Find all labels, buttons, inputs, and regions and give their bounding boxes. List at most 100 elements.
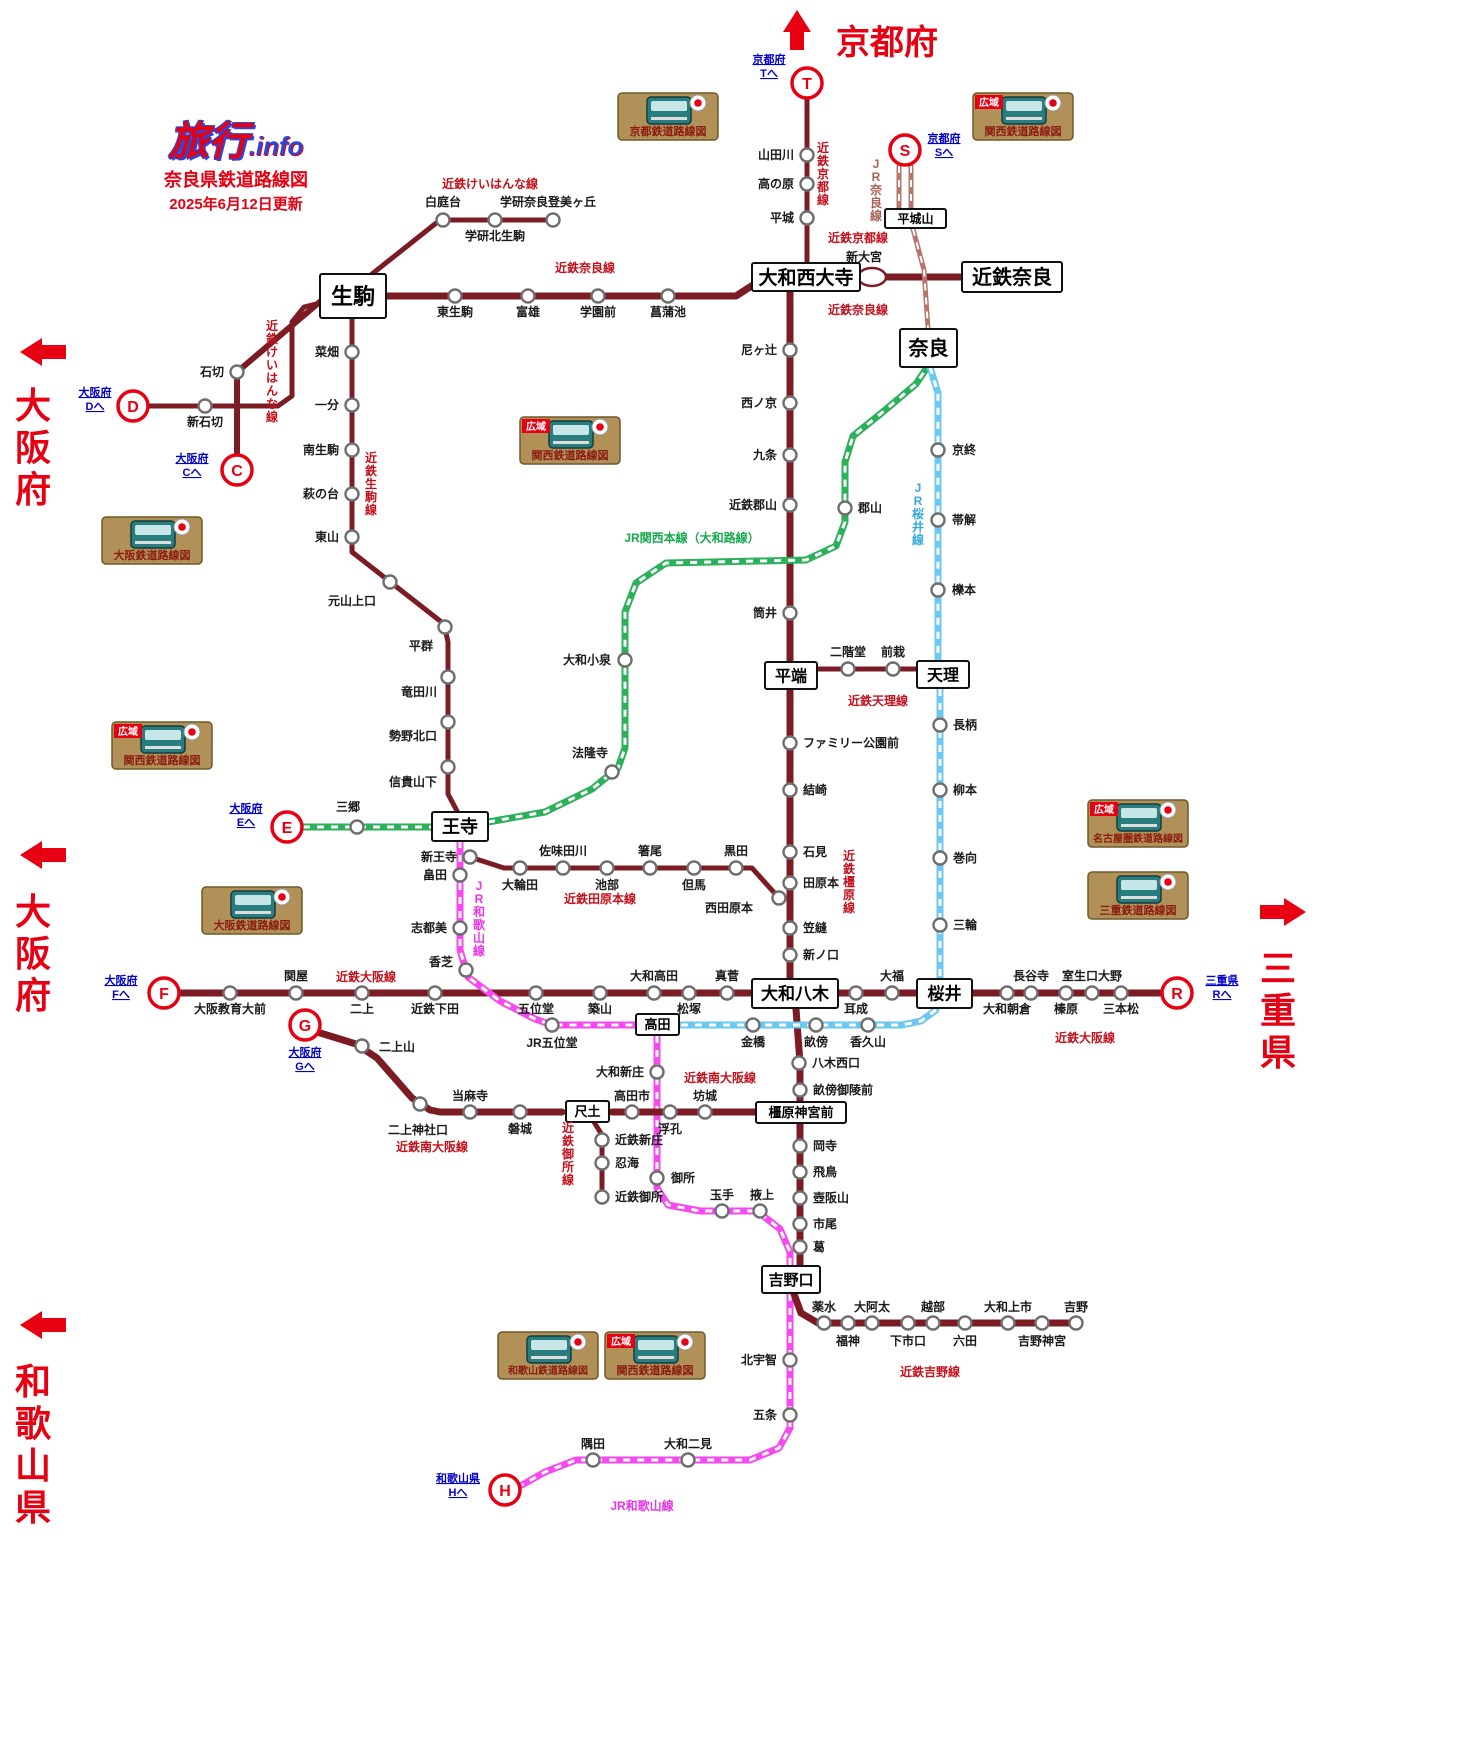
station-label-郡山: 郡山 bbox=[857, 500, 882, 515]
wide-area-badge-label: 広域 bbox=[118, 725, 138, 738]
station-二上 bbox=[354, 985, 370, 1001]
line-name-label: 近鉄田原本線 bbox=[564, 891, 636, 906]
connector-E[interactable] bbox=[270, 810, 304, 844]
station-label-近鉄御所: 近鉄御所 bbox=[615, 1189, 663, 1204]
station-志都美 bbox=[452, 920, 468, 936]
line-name-label: 近鉄奈良線 bbox=[555, 260, 615, 275]
station-label-富雄: 富雄 bbox=[516, 304, 540, 319]
major-station-label-天理: 天理 bbox=[927, 666, 959, 684]
station-label-結崎: 結崎 bbox=[803, 782, 827, 797]
major-station-label-大和西大寺: 大和西大寺 bbox=[758, 266, 853, 289]
station-池部 bbox=[599, 860, 615, 876]
line-name-label: 近鉄けいはんな線 bbox=[442, 176, 538, 191]
connector-C[interactable] bbox=[220, 453, 254, 487]
station-label-香芝: 香芝 bbox=[428, 954, 453, 969]
station-信貴山下 bbox=[440, 759, 456, 775]
station-JR五位堂 bbox=[544, 1017, 560, 1033]
connector-G[interactable] bbox=[288, 1008, 322, 1042]
station-label-大和二見: 大和二見 bbox=[664, 1436, 712, 1451]
prefecture-label: 大 bbox=[15, 891, 51, 932]
logo-travel-text: 旅行 bbox=[168, 120, 249, 164]
japan-flag-sun bbox=[1164, 878, 1172, 886]
connector-D[interactable] bbox=[116, 389, 150, 423]
station-浮孔 bbox=[662, 1104, 678, 1120]
line-name-label-vertical: 近鉄京都線 bbox=[816, 140, 829, 207]
connector-H[interactable] bbox=[488, 1473, 522, 1507]
station-label-長谷寺: 長谷寺 bbox=[1013, 968, 1049, 983]
station-label-菜畑: 菜畑 bbox=[314, 344, 339, 359]
station-label-前栽: 前栽 bbox=[881, 644, 905, 659]
station-label-三本松: 三本松 bbox=[1103, 1001, 1139, 1016]
prefecture-label: 県 bbox=[15, 1487, 51, 1528]
map-link-大阪鉄道路線図[interactable]: 大阪鉄道路線図 bbox=[101, 516, 203, 565]
map-link-label: 大阪鉄道路線図 bbox=[114, 548, 191, 562]
station-箸尾 bbox=[642, 860, 658, 876]
station-label-大福: 大福 bbox=[880, 968, 904, 983]
train-stripe bbox=[553, 441, 589, 444]
station-薬水 bbox=[816, 1315, 832, 1331]
major-station-王寺 bbox=[431, 811, 489, 842]
connector-T[interactable] bbox=[790, 66, 824, 100]
site-logo[interactable]: 旅行.info bbox=[125, 122, 347, 162]
major-station-label-平端: 平端 bbox=[775, 666, 807, 685]
station-菜畑 bbox=[344, 344, 360, 360]
connector-S[interactable] bbox=[888, 133, 922, 167]
prefecture-label: 府 bbox=[15, 975, 51, 1016]
line-name-label: 近鉄天理線 bbox=[848, 693, 908, 708]
station-label-西ノ京: 西ノ京 bbox=[741, 395, 777, 410]
station-山田川 bbox=[799, 147, 815, 163]
map-title: 奈良県鉄道路線図 bbox=[164, 170, 308, 190]
station-label-高田市: 高田市 bbox=[614, 1088, 650, 1103]
station-label-平城: 平城 bbox=[770, 210, 794, 225]
station-元山上口 bbox=[382, 574, 398, 590]
train-windshield bbox=[651, 101, 687, 111]
japan-flag-sun bbox=[574, 1338, 582, 1346]
station-大和朝倉 bbox=[999, 985, 1015, 1001]
map-link-和歌山鉄道路線図[interactable]: 和歌山鉄道路線図 bbox=[497, 1331, 599, 1380]
station-磐城 bbox=[512, 1104, 528, 1120]
map-link-京都鉄道路線図[interactable]: 京都鉄道路線図 bbox=[617, 92, 719, 141]
station-学研北生駒 bbox=[487, 212, 503, 228]
station-label-一分: 一分 bbox=[315, 397, 339, 412]
station-label-隅田: 隅田 bbox=[581, 1436, 605, 1451]
connector-R[interactable] bbox=[1160, 976, 1194, 1010]
station-label-御所: 御所 bbox=[670, 1170, 695, 1185]
station-label-当麻寺: 当麻寺 bbox=[452, 1088, 488, 1103]
railway-line-kintetsu-tawaramoto bbox=[467, 854, 782, 901]
major-station-label-桜井: 桜井 bbox=[928, 984, 962, 1004]
station-東生駒 bbox=[447, 288, 463, 304]
station-御所 bbox=[649, 1170, 665, 1186]
connector-F[interactable] bbox=[147, 976, 181, 1010]
station-label-萩の台: 萩の台 bbox=[302, 486, 339, 501]
station-label-山田川: 山田川 bbox=[758, 147, 794, 162]
map-link-三重鉄道路線図[interactable]: 三重鉄道路線図 bbox=[1087, 871, 1189, 920]
major-station-奈良 bbox=[899, 328, 958, 368]
station-大阪教育大前 bbox=[222, 985, 238, 1001]
station-label-黒田: 黒田 bbox=[724, 844, 748, 858]
railway-line-kintetsu-keihanna-west bbox=[146, 299, 327, 409]
map-link-大阪鉄道路線図[interactable]: 大阪鉄道路線図 bbox=[201, 886, 303, 935]
station-新王寺 bbox=[462, 849, 478, 865]
prefecture-label: 京都府 bbox=[836, 23, 938, 62]
station-label-二階堂: 二階堂 bbox=[830, 644, 866, 659]
station-label-新王寺: 新王寺 bbox=[421, 849, 457, 864]
station-label-葛: 葛 bbox=[812, 1239, 825, 1254]
station-下市口 bbox=[900, 1315, 916, 1331]
wide-area-badge bbox=[1090, 802, 1118, 816]
station-label-学研奈良登美ヶ丘: 学研奈良登美ヶ丘 bbox=[500, 194, 596, 209]
